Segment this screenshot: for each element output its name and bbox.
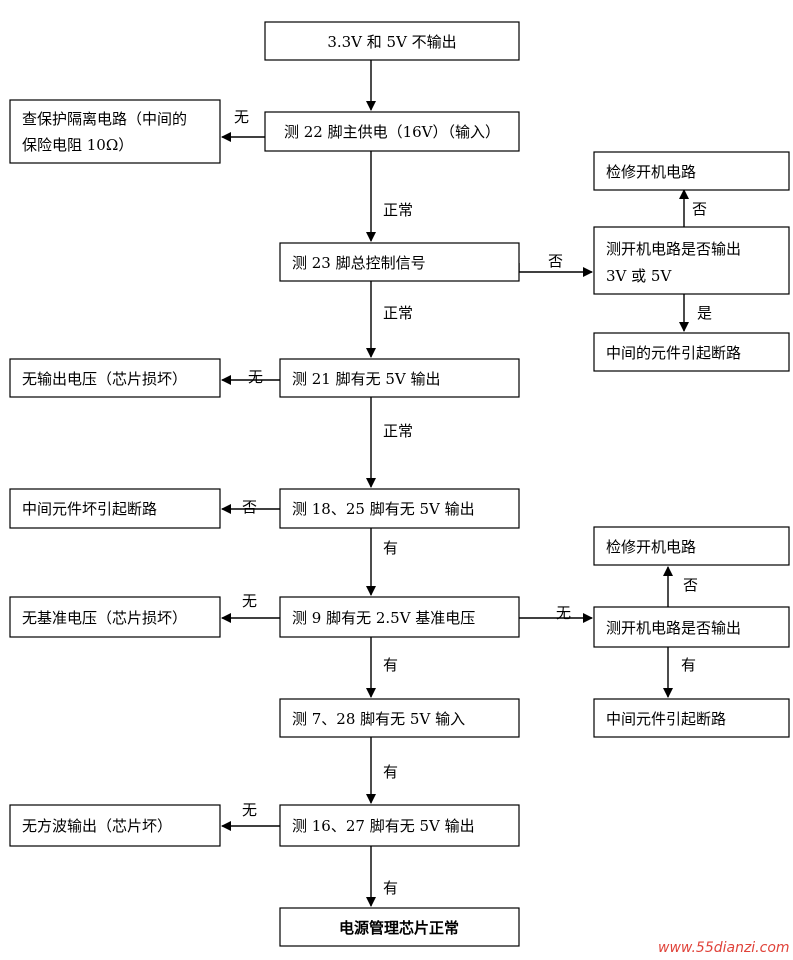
node-protect: 查保护隔离电路（中间的 保险电阻 10Ω） bbox=[9, 99, 221, 164]
edge-label-normal-pin18: 正常 bbox=[383, 422, 413, 440]
node-pin16-27: 测 16、27 脚有无 5V 输出 bbox=[279, 804, 520, 847]
node-startup-check-2-label: 测开机电路是否输出 bbox=[606, 619, 741, 637]
node-final: 电源管理芯片正常 bbox=[279, 907, 520, 947]
node-top-label: 3.3V 和 5V 不输出 bbox=[327, 33, 456, 51]
node-no-square: 无方波输出（芯片坏） bbox=[9, 804, 221, 847]
node-no-output: 无输出电压（芯片损坏） bbox=[9, 358, 221, 398]
node-startup-check-line1: 测开机电路是否输出 bbox=[606, 240, 741, 258]
node-protect-label-line1: 查保护隔离电路（中间的 bbox=[22, 110, 187, 128]
watermark: www.55dianzi.com bbox=[658, 940, 790, 956]
edge-label-has-final: 有 bbox=[383, 879, 398, 897]
node-top: 3.3V 和 5V 不输出 bbox=[264, 21, 520, 61]
edge-label-has-pin16: 有 bbox=[383, 763, 398, 781]
node-no-ref: 无基准电压（芯片损坏） bbox=[9, 596, 221, 638]
edge-label-none-noref: 无 bbox=[242, 592, 257, 610]
edge-label-none-nosquare: 无 bbox=[242, 801, 257, 819]
node-repair-startup-label: 检修开机电路 bbox=[606, 163, 696, 181]
edge-label-has-pin9: 有 bbox=[383, 539, 398, 557]
edge-label-yes-midbreak: 是 bbox=[697, 304, 712, 322]
node-pin16-27-label: 测 16、27 脚有无 5V 输出 bbox=[292, 817, 475, 835]
node-pin21: 测 21 脚有无 5V 输出 bbox=[279, 358, 520, 398]
edge-labels: 无 正常 否 否 是 正常 无 正常 否 有 无 无 否 有 有 有 无 有 bbox=[234, 108, 712, 897]
node-pin18-25-label: 测 18、25 脚有无 5V 输出 bbox=[292, 500, 475, 518]
node-mid-break-label: 中间的元件引起断路 bbox=[606, 344, 741, 362]
node-pin22: 测 22 脚主供电（16V）（输入） bbox=[264, 111, 520, 152]
edge-label-normal-pin23: 正常 bbox=[383, 201, 413, 219]
node-pin22-label: 测 22 脚主供电（16V）（输入） bbox=[284, 123, 500, 141]
node-mid-break-2-label: 中间元件坏引起断路 bbox=[22, 500, 157, 518]
node-pin9: 测 9 脚有无 2.5V 基准电压 bbox=[279, 596, 520, 638]
node-protect-label-line2: 保险电阻 10Ω） bbox=[22, 136, 133, 154]
node-startup-check: 测开机电路是否输出 3V 或 5V bbox=[593, 226, 790, 295]
node-mid-break: 中间的元件引起断路 bbox=[593, 332, 790, 372]
node-pin23-label: 测 23 脚总控制信号 bbox=[292, 254, 426, 272]
edge-label-has-pin7: 有 bbox=[383, 656, 398, 674]
edge-label-none-nooutput: 无 bbox=[248, 368, 263, 386]
node-no-output-label: 无输出电压（芯片损坏） bbox=[22, 370, 187, 388]
edge-label-no-repair2: 否 bbox=[683, 576, 698, 594]
node-repair-startup-2: 检修开机电路 bbox=[593, 526, 790, 566]
edge-label-no-repair: 否 bbox=[692, 200, 707, 218]
node-pin23: 测 23 脚总控制信号 bbox=[279, 242, 520, 282]
edge-label-none-startup2: 无 bbox=[556, 604, 571, 622]
edge-label-none-protect: 无 bbox=[234, 108, 249, 126]
node-pin18-25: 测 18、25 脚有无 5V 输出 bbox=[279, 488, 520, 529]
node-mid-break-3-label: 中间元件引起断路 bbox=[606, 710, 726, 728]
edge-label-normal-pin21: 正常 bbox=[383, 304, 413, 322]
node-pin7-28-label: 测 7、28 脚有无 5V 输入 bbox=[292, 710, 465, 728]
edge-label-no-startup: 否 bbox=[548, 252, 563, 270]
edges bbox=[221, 60, 689, 907]
node-startup-check-line2: 3V 或 5V bbox=[606, 267, 672, 285]
node-no-ref-label: 无基准电压（芯片损坏） bbox=[22, 609, 187, 627]
edge-label-has-midbreak3: 有 bbox=[681, 656, 696, 674]
node-pin7-28: 测 7、28 脚有无 5V 输入 bbox=[279, 698, 520, 738]
node-startup-check-2: 测开机电路是否输出 bbox=[593, 606, 790, 648]
node-pin9-label: 测 9 脚有无 2.5V 基准电压 bbox=[292, 609, 475, 627]
node-no-square-label: 无方波输出（芯片坏） bbox=[22, 817, 172, 835]
node-mid-break-3: 中间元件引起断路 bbox=[593, 698, 790, 738]
node-final-label: 电源管理芯片正常 bbox=[339, 919, 459, 937]
node-mid-break-2: 中间元件坏引起断路 bbox=[9, 488, 221, 529]
node-pin21-label: 测 21 脚有无 5V 输出 bbox=[292, 370, 441, 388]
node-repair-startup: 检修开机电路 bbox=[593, 151, 790, 191]
edge-label-no-midbreak2: 否 bbox=[242, 498, 257, 516]
node-repair-startup-2-label: 检修开机电路 bbox=[606, 538, 696, 556]
